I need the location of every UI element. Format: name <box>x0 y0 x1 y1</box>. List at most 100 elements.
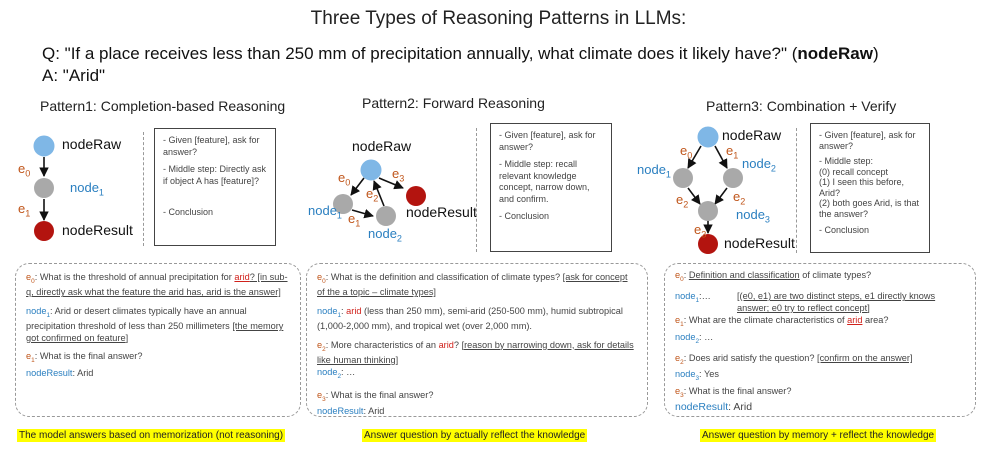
p2-d-result-label: nodeResult <box>317 406 364 417</box>
p2-label-node2: node2 <box>368 226 402 244</box>
pattern1-title: Pattern1: Completion-based Reasoning <box>40 98 286 114</box>
p1-d-q1-red: arid <box>234 272 250 282</box>
p2-d-q1-note: [ask for concept of the a topic – climat… <box>317 272 628 298</box>
p1-detail-e1: e1: What is the final answer? <box>26 351 290 366</box>
p2-d-node1-sub: 1 <box>337 311 342 319</box>
p3-d-node3-text: : Yes <box>699 369 719 380</box>
pattern3-title: Pattern3: Combination + Verify <box>706 98 897 114</box>
p2-d-q3: : What is the final answer? <box>325 389 434 400</box>
p3-d-node1-label: node1:… <box>675 291 737 314</box>
p1-d-e1-label: e1 <box>26 351 35 364</box>
p3-d-e3-name: e <box>675 385 681 396</box>
p1-d-q1: : What is the threshold of annual precip… <box>34 272 235 282</box>
p3-d-e1-name: e <box>675 315 681 326</box>
p1-node1-name: node <box>70 180 99 195</box>
p3-d-e3-label: e3 <box>675 385 684 399</box>
p3-d-node2-sub: 2 <box>695 337 700 345</box>
p1-detail-result: nodeResult: Arid <box>26 368 290 380</box>
p1-label-e0: e0 <box>18 161 30 179</box>
p3-e2r-name: e <box>733 189 741 204</box>
p3-e2l-sub: 2 <box>683 199 689 210</box>
p2-d-node2-text: : … <box>341 367 356 378</box>
p2-detail-e0: e0: What is the definition and classific… <box>317 272 637 299</box>
p3-note-1: - Given [feature], ask for answer? <box>819 130 916 151</box>
p3-d-node2-name: node <box>675 331 696 342</box>
p3-detail-node2: node2: … <box>675 332 965 347</box>
p3-d-result-label: nodeResult <box>675 400 729 413</box>
p3-detail-result: nodeResult: Arid <box>675 400 965 414</box>
p2-node2-name: node <box>368 226 397 241</box>
p2-d-q1: : What is the definition and classificat… <box>325 272 563 282</box>
p1-footnote: The model answers based on memorization … <box>17 429 286 442</box>
p3-label-e2-left: e2 <box>676 192 688 210</box>
p3-separator <box>796 128 797 253</box>
p1-d-node1-label: node1 <box>26 306 51 319</box>
p3-d-result-text: : Arid <box>728 400 753 413</box>
p2-e0-sub: 0 <box>345 177 351 188</box>
p3-node2-sub: 2 <box>770 163 776 174</box>
p1-detail-box: e0: What is the threshold of annual prec… <box>15 263 301 417</box>
figure-title: Three Types of Reasoning Patterns in LLM… <box>310 8 687 29</box>
p3-label-e0: e0 <box>680 143 692 161</box>
p3-d-q1-ul: Definition and classification <box>688 270 800 280</box>
p2-detail-node1: node1: arid (less than 250 mm), semi-ari… <box>317 306 637 333</box>
p3-e3-sub: 3 <box>701 229 707 240</box>
p2-d-e2-sub: 2 <box>322 345 326 353</box>
question-node: nodeRaw <box>797 44 873 63</box>
p3-note-2: - Middle step: <box>819 156 874 166</box>
pattern3-graph <box>673 126 743 254</box>
p2-note-box: - Given [feature], ask for answer? - Mid… <box>490 123 612 252</box>
p1-e1-name: e <box>18 201 26 216</box>
p3-d-e2-label: e2 <box>675 353 684 366</box>
p1-d-e1-name: e <box>26 351 32 362</box>
p3-node1-sub: 1 <box>665 169 671 180</box>
p1-e0-name: e <box>18 161 26 176</box>
p3-d-node1-sub: 1 <box>695 297 700 305</box>
p2-label-raw: nodeRaw <box>352 138 412 154</box>
p2-edge-e3 <box>378 177 404 190</box>
p2-d-node2-name: node <box>317 367 338 378</box>
p1-note-box: - Given [feature], ask for answer? - Mid… <box>154 128 276 246</box>
p2-detail-node2: node2: … <box>317 367 637 382</box>
p3-label-raw: nodeRaw <box>722 127 782 143</box>
p1-node-raw <box>33 135 55 157</box>
p2-d-q2-end: ? <box>453 339 462 350</box>
p2-d-e3-label: e3 <box>317 389 326 403</box>
p2-detail-box: e 0: What is the definition and classific… <box>306 263 648 417</box>
question-line: Q: "If a place receives less than 250 mm… <box>42 44 879 64</box>
p3-label-e2-right: e2 <box>733 189 745 207</box>
pattern1-graph <box>33 135 55 241</box>
p3-e2l-name: e <box>676 192 684 207</box>
p1-note-2: - Middle step: Directly ask if object A … <box>163 164 267 186</box>
p2-label-e0: e0 <box>338 170 350 188</box>
p3-d-q3: : Does arid satisfy the question? <box>683 352 818 363</box>
p2-edge-e0 <box>350 177 365 196</box>
p2-d-e0-sub: 0 <box>322 277 326 285</box>
p3-d-q2-end: area? <box>862 315 889 326</box>
p1-note-1: - Given [feature], ask for answer? <box>163 135 260 157</box>
question-text: Q: "If a place receives less than 250 mm… <box>42 44 798 63</box>
p3-detail-e1: e1: What are the climate characteristics… <box>675 315 965 330</box>
p3-d-e3-sub: 3 <box>680 391 684 399</box>
p1-note-3: - Conclusion <box>163 207 214 217</box>
p1-d-node1-sub: 1 <box>46 311 51 319</box>
p2-edge-e2 <box>372 180 385 207</box>
p2-d-e3-name: e <box>317 389 323 400</box>
p2-e0-name: e <box>338 170 346 185</box>
p2-d-node1-pre: : <box>341 305 347 316</box>
p3-footnote: Answer question by memory + reflect the … <box>700 429 937 442</box>
p3-note-3: (0) recall concept <box>819 166 889 177</box>
p3-detail-node3: node3: Yes <box>675 369 965 384</box>
p3-edge-e0 <box>687 145 702 169</box>
p1-label-node1: node1 <box>70 180 104 198</box>
p2-d-e2-label: e2 <box>317 340 326 353</box>
p3-d-node3-label: node3 <box>675 369 699 382</box>
p1-d-result-text: : Arid <box>72 368 94 379</box>
p3-node-result <box>698 234 718 254</box>
p2-node1-sub: 1 <box>336 210 342 221</box>
p2-d-node2-label: node2 <box>317 367 341 380</box>
p3-d-node1-note: [(e0, e1) are two distinct steps, e1 dir… <box>737 291 936 313</box>
p2-node-result <box>406 186 426 206</box>
p3-node3-name: node <box>736 207 765 222</box>
